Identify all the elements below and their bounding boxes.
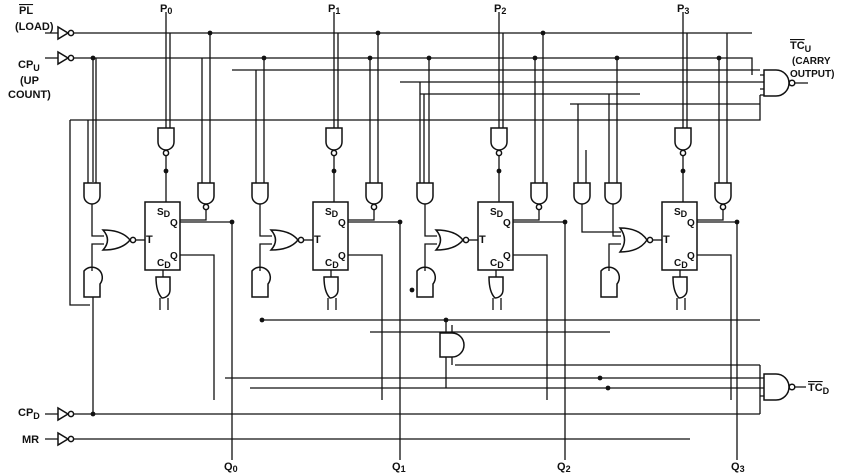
clear-and-gate	[416, 266, 437, 298]
tc-down-gate	[759, 365, 806, 414]
ff-cd-label: CD	[157, 258, 171, 270]
toggle-or-gate	[434, 229, 470, 251]
ff-qbar-label: Q	[687, 251, 695, 262]
ff-qbar-label: Q	[338, 251, 346, 262]
p2-label: P2	[494, 3, 506, 16]
clear-and-gate	[251, 266, 272, 298]
ff-qbar-label: Q	[503, 251, 511, 262]
toggle-or-gate	[269, 229, 305, 251]
cpd-label: CPD	[18, 407, 40, 421]
q0-label: Q0	[224, 461, 238, 474]
load-label: (LOAD)	[15, 21, 54, 33]
ff-q-label: Q	[503, 218, 511, 229]
down-and-gate	[365, 182, 383, 211]
clear-and-gate	[600, 266, 621, 298]
ff-t-label: T	[146, 234, 153, 246]
pl-label: PL	[19, 5, 33, 17]
mr-buffer	[57, 431, 75, 447]
stage-1: SD Q T Q CD	[251, 12, 401, 460]
ff-qbar-label: Q	[170, 251, 178, 262]
stage-2: SD Q T Q CD	[416, 12, 566, 460]
flip-flop	[312, 201, 349, 271]
flip-flop	[477, 201, 514, 271]
down-and-gate	[530, 182, 548, 211]
ff-t-label: T	[663, 234, 670, 246]
flip-flop	[661, 201, 698, 271]
clear-nor-gate	[672, 276, 688, 299]
down-and-gate	[197, 182, 215, 211]
clear-nor-gate	[488, 276, 504, 299]
load-nand-gate	[325, 127, 343, 157]
junction-dots	[90, 30, 740, 417]
ff-sd-label: SD	[674, 207, 688, 219]
up-and-gate	[251, 182, 269, 205]
clear-nor-gate	[155, 276, 171, 299]
p0-label: P0	[160, 3, 172, 16]
stage-3: SD Q T Q CD	[573, 12, 738, 460]
ff-sd-label: SD	[490, 207, 504, 219]
tc-up-gate	[760, 69, 808, 97]
up-and-gate	[83, 182, 101, 205]
cascade-and-gate	[439, 320, 465, 388]
up-and-gate-2	[604, 182, 622, 205]
mr-label: MR	[22, 434, 39, 446]
count-label: COUNT)	[8, 89, 51, 101]
p1-label: P1	[328, 3, 340, 16]
ff-cd-label: CD	[674, 258, 688, 270]
cpu-buffer	[57, 50, 75, 66]
up-label: (UP	[20, 75, 39, 87]
ff-q-label: Q	[170, 218, 178, 229]
tc-up-label: TCU	[790, 40, 811, 54]
flip-flop	[144, 201, 181, 271]
bus-lines	[69, 32, 761, 440]
ff-sd-label: SD	[157, 207, 171, 219]
ff-cd-label: CD	[325, 258, 339, 270]
toggle-or-gate	[618, 227, 654, 253]
up-and-gate	[573, 182, 591, 205]
tc-down-label: TCD	[808, 382, 830, 396]
cpu-label: CPU	[18, 59, 40, 73]
ff-q-label: Q	[687, 218, 695, 229]
load-nand-gate	[157, 127, 175, 157]
q2-label: Q2	[557, 461, 571, 474]
clear-nor-gate	[323, 276, 339, 299]
load-nand-gate	[674, 127, 692, 157]
q1-label: Q1	[392, 461, 406, 474]
ff-sd-label: SD	[325, 207, 339, 219]
clear-and-gate	[83, 266, 104, 298]
output-label: OUTPUT)	[790, 69, 834, 80]
up-and-gate	[416, 182, 434, 205]
cpd-buffer	[57, 406, 75, 422]
q3-label: Q3	[731, 461, 745, 474]
down-and-gate	[714, 182, 732, 211]
stage-0: SD Q T Q CD	[83, 12, 233, 460]
p3-label: P3	[677, 3, 689, 16]
toggle-or-gate	[101, 229, 137, 251]
ff-q-label: Q	[338, 218, 346, 229]
pl-buffer	[57, 25, 75, 41]
carry-label: (CARRY	[792, 56, 831, 67]
ff-cd-label: CD	[490, 258, 504, 270]
ff-t-label: T	[314, 234, 321, 246]
ff-t-label: T	[479, 234, 486, 246]
load-nand-gate	[490, 127, 508, 157]
